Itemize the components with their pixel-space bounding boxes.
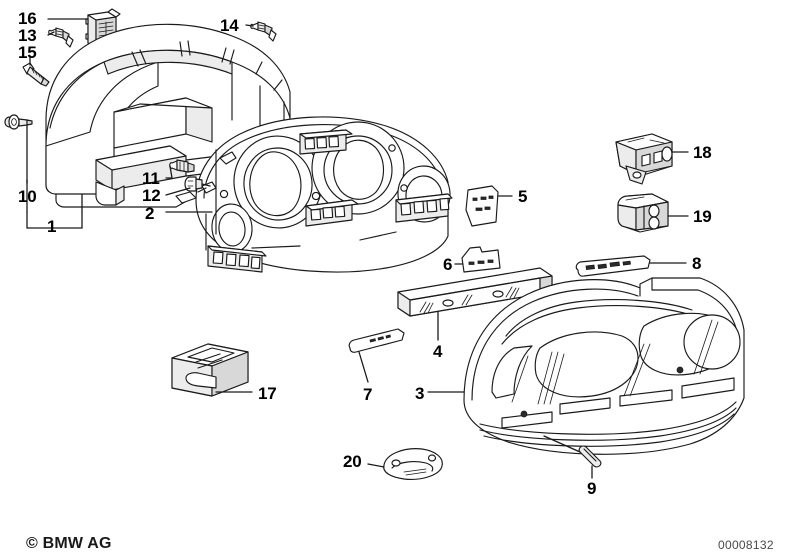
- part-8-information-decal: [575, 255, 687, 277]
- callout-14: 14: [220, 16, 239, 35]
- part-14-fillister-head-screw-upper: [250, 21, 277, 42]
- part-2-instrument-cluster-housing: [195, 116, 453, 273]
- callout-10: 10: [18, 187, 37, 206]
- part-19-two-pin-connector: [617, 193, 689, 233]
- callout-15: 15: [18, 43, 37, 62]
- part-3-instrument-cluster-lens-cover: [427, 277, 745, 455]
- diagram-id: 00008132: [718, 538, 774, 552]
- part-17-relay-module-block: [171, 343, 253, 397]
- callout-4: 4: [433, 342, 443, 361]
- part-18-multi-pin-connector: [615, 133, 689, 185]
- callout-12: 12: [142, 186, 161, 205]
- part-11-bulb-socket: [169, 159, 195, 173]
- callout-13: 13: [18, 26, 37, 45]
- part-5-warning-symbol-plate: [465, 185, 513, 227]
- part-12-bulb: [184, 176, 211, 192]
- part-9-dowel-pin: [543, 435, 602, 479]
- callout-6: 6: [443, 255, 453, 274]
- callout-5: 5: [518, 187, 528, 206]
- part-10-rubber-grommet: [4, 114, 33, 130]
- callout-8: 8: [692, 254, 702, 273]
- callout-17: 17: [258, 384, 277, 403]
- part-6-indicator-symbol-plate: [454, 246, 501, 273]
- part-7-identification-label-strip: [348, 328, 405, 383]
- callout-20: 20: [343, 452, 362, 471]
- callout-18: 18: [693, 143, 712, 162]
- part-4-light-channel-bracket: [397, 267, 553, 341]
- callout-19: 19: [693, 207, 712, 226]
- part-13-fillister-head-screw: [48, 27, 74, 48]
- callout-16: 16: [18, 9, 37, 28]
- part-15-self-tapping-screw: [22, 56, 50, 87]
- part-20-oval-lens-cover: [367, 448, 443, 480]
- callout-11: 11: [142, 169, 160, 188]
- callout-2: 2: [145, 204, 155, 223]
- callout-7: 7: [363, 385, 373, 404]
- part-1-instrument-cowl: [45, 23, 291, 208]
- callout-3: 3: [415, 384, 425, 403]
- copyright-notice: © BMW AG: [26, 535, 112, 552]
- callout-1: 1: [47, 217, 57, 236]
- callout-leader-lines: [26, 18, 254, 213]
- callout-9: 9: [587, 479, 597, 498]
